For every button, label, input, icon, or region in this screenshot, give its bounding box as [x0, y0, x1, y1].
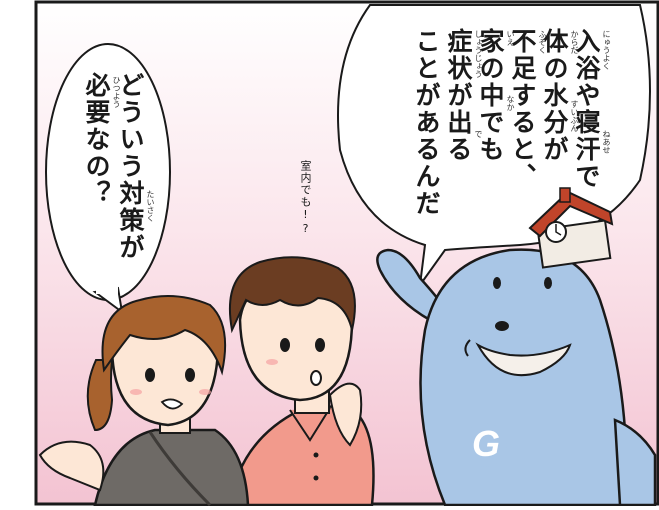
man-mouth — [310, 370, 322, 386]
woman-line-2: 必要なの？ — [82, 72, 111, 207]
mascot-line-6: ことがあるんだ — [412, 28, 441, 217]
furigana-ie: いえ — [506, 30, 515, 46]
furigana-suibun: すいぶん — [570, 100, 579, 132]
woman-character — [38, 295, 250, 507]
furigana-nease: ねあせ — [602, 130, 611, 154]
furigana-taisaku: たいさく — [146, 190, 155, 222]
mascot-line-5: 症状が出る — [444, 28, 473, 163]
mascot-right-eye — [544, 277, 552, 289]
mascot-left-eye — [493, 277, 501, 289]
man-hand — [328, 382, 363, 447]
mascot-body — [419, 248, 628, 507]
furigana-naka: なか — [506, 95, 515, 111]
furigana-nyuuyoku: にゅうよく — [602, 30, 611, 70]
man-left-eye — [280, 338, 290, 352]
mascot-nose — [495, 321, 509, 331]
woman-mouth — [160, 398, 184, 410]
woman-left-eye — [145, 368, 155, 382]
mascot-house-hat — [528, 187, 614, 269]
furigana-karada: からだ — [570, 30, 579, 54]
mascot-line-3: 不足すると、 — [508, 28, 537, 190]
woman-hand — [38, 440, 105, 492]
furigana-de: で — [474, 130, 483, 138]
man-hair — [228, 256, 356, 334]
mascot — [376, 187, 657, 507]
man-character — [228, 256, 375, 507]
mascot-right-arm — [613, 418, 657, 507]
furigana-hitsuyou: ひつよう — [112, 76, 121, 108]
woman-line-1: どういう対策が — [116, 72, 145, 261]
man-whisper-text: 室内でも!? — [299, 160, 312, 236]
man-right-eye — [315, 338, 325, 352]
furigana-fusoku: ふそく — [538, 30, 547, 54]
mascot-logo-circle — [463, 423, 507, 467]
mascot-mouth — [475, 342, 572, 377]
mascot-line-4: 家の中でも — [476, 28, 505, 163]
furigana-shoujou: しょうじょう — [474, 30, 483, 78]
mascot-line-2: 体の水分が — [540, 28, 569, 163]
mascot-logo-letter: G — [471, 423, 500, 464]
woman-right-eye — [185, 368, 195, 382]
mascot-speech-bubble — [337, 4, 651, 286]
woman-hair — [101, 295, 227, 376]
mascot-line-1: 入浴や寝汗で — [572, 28, 601, 190]
woman-ponytail — [86, 359, 114, 432]
